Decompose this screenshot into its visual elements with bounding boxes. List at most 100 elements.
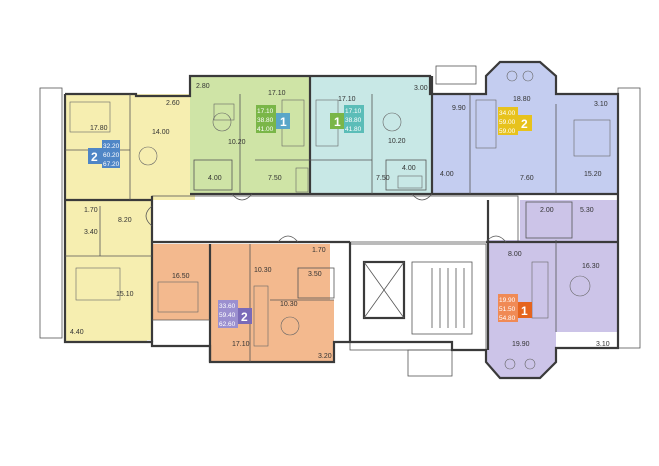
label-v2: 5.30 [580, 207, 594, 214]
elevator-shaft [362, 260, 406, 320]
label-y5: 3.40 [84, 229, 98, 236]
apartment-green[interactable] [190, 76, 310, 194]
badge-e[interactable]: 2 33.60 59.40 62.60 [218, 300, 252, 328]
label-g3: 10.20 [228, 139, 246, 146]
badge-a-s3: 67.20 [103, 161, 120, 168]
label-o4: 3.50 [308, 271, 322, 278]
badge-e-s2: 59.40 [219, 312, 236, 319]
apartment-violet[interactable] [486, 200, 618, 378]
label-y3: 2.60 [166, 100, 180, 107]
badge-a-rooms [88, 148, 102, 164]
label-y8: 4.40 [70, 329, 84, 336]
orange-bath [297, 267, 335, 299]
badge-f-s2: 51.50 [499, 306, 516, 313]
label-v3: 8.00 [508, 251, 522, 258]
outer-walls [63, 60, 620, 380]
apartment-cyan[interactable] [310, 76, 432, 194]
badge-f-num: 1 [521, 304, 528, 318]
badge-d-s3: 59.00 [499, 128, 516, 135]
label-b1: 9.90 [452, 105, 466, 112]
green-balcony [190, 76, 240, 94]
badge-f-stats [498, 294, 518, 322]
badge-b-s1: 17.10 [257, 108, 274, 115]
label-o2: 10.30 [254, 267, 272, 274]
violet-bay [486, 332, 556, 378]
orange-room-mid [210, 244, 330, 310]
entrance-steps [407, 349, 453, 377]
badge-b-stats [256, 105, 276, 133]
label-o1: 16.50 [172, 273, 190, 280]
label-v1: 2.00 [540, 207, 554, 214]
badge-e-s3: 62.60 [219, 321, 236, 328]
label-g2: 17.10 [268, 90, 286, 97]
roof-vent [435, 65, 477, 85]
badge-d-stats [498, 107, 518, 135]
badge-c-num: 1 [334, 115, 341, 129]
label-c3: 10.20 [388, 138, 406, 145]
badge-f-rooms [518, 302, 532, 318]
badge-c-s2: 38.80 [345, 117, 362, 124]
badge-e-stats [218, 300, 238, 328]
label-v6: 3.10 [596, 341, 610, 348]
badge-e-rooms [238, 308, 252, 324]
badge-b-num: 1 [280, 115, 287, 129]
label-v4: 16.30 [582, 263, 600, 270]
badge-b[interactable]: 1 17.10 38.80 41.00 [256, 105, 290, 133]
balcony-right [617, 87, 641, 349]
violet-top-rooms [520, 200, 618, 240]
doors [145, 193, 507, 243]
badge-f-s1: 19.90 [499, 297, 516, 304]
label-b5: 7.60 [520, 175, 534, 182]
label-c4: 7.50 [376, 175, 390, 182]
stairwell [411, 261, 473, 335]
green-room-main [190, 76, 310, 194]
balcony-left [39, 87, 63, 339]
blue-room-main [432, 94, 618, 194]
stair-steps [431, 268, 465, 328]
badge-e-num: 2 [241, 310, 248, 324]
label-b4: 4.00 [440, 171, 454, 178]
badge-c-stats [344, 105, 364, 133]
badge-c-s3: 41.80 [345, 126, 362, 133]
yellow-loggia [65, 318, 147, 342]
badge-c[interactable]: 1 17.10 38.80 41.80 [330, 105, 364, 133]
furniture [69, 70, 611, 370]
label-b3: 3.10 [594, 101, 608, 108]
label-b6: 15.20 [584, 171, 602, 178]
label-o6: 17.10 [232, 341, 250, 348]
badge-a-s2: 60.20 [103, 152, 120, 159]
badge-b-s3: 41.00 [257, 126, 274, 133]
badge-a-num: 2 [91, 150, 98, 164]
blue-bay [486, 62, 556, 104]
badge-d-s1: 34.00 [499, 110, 516, 117]
label-o3: 1.70 [312, 247, 326, 254]
label-y7: 15.10 [116, 291, 134, 298]
badge-d-num: 2 [521, 117, 528, 131]
label-y6: 8.20 [118, 217, 132, 224]
badge-e-s1: 33.60 [219, 303, 236, 310]
badge-f[interactable]: 1 19.90 51.50 54.80 [498, 294, 532, 322]
yellow-balcony-top [136, 95, 186, 113]
badge-c-rooms [330, 113, 344, 129]
label-b2: 18.80 [513, 96, 531, 103]
badge-a[interactable]: 2 32.20 60.20 67.20 [88, 140, 120, 168]
label-o7: 3.20 [318, 353, 332, 360]
label-g5: 7.50 [268, 175, 282, 182]
badge-a-s1: 32.20 [103, 143, 120, 150]
elevator-cross-2 [363, 261, 405, 319]
green-bath [193, 159, 233, 191]
label-y1: 17.80 [90, 125, 108, 132]
label-c1: 17.10 [338, 96, 356, 103]
label-g4: 4.00 [208, 175, 222, 182]
label-c2: 3.00 [414, 85, 428, 92]
label-y4: 1.70 [84, 207, 98, 214]
violet-bath [525, 201, 573, 239]
apartment-orange[interactable] [152, 244, 334, 362]
label-g1: 2.80 [196, 83, 210, 90]
badge-d[interactable]: 2 34.00 59.00 59.00 [498, 107, 532, 135]
badge-a-stats [102, 140, 120, 168]
apartment-blue[interactable] [432, 62, 618, 194]
badge-b-rooms [276, 113, 290, 129]
badge-f-s3: 54.80 [499, 315, 516, 322]
